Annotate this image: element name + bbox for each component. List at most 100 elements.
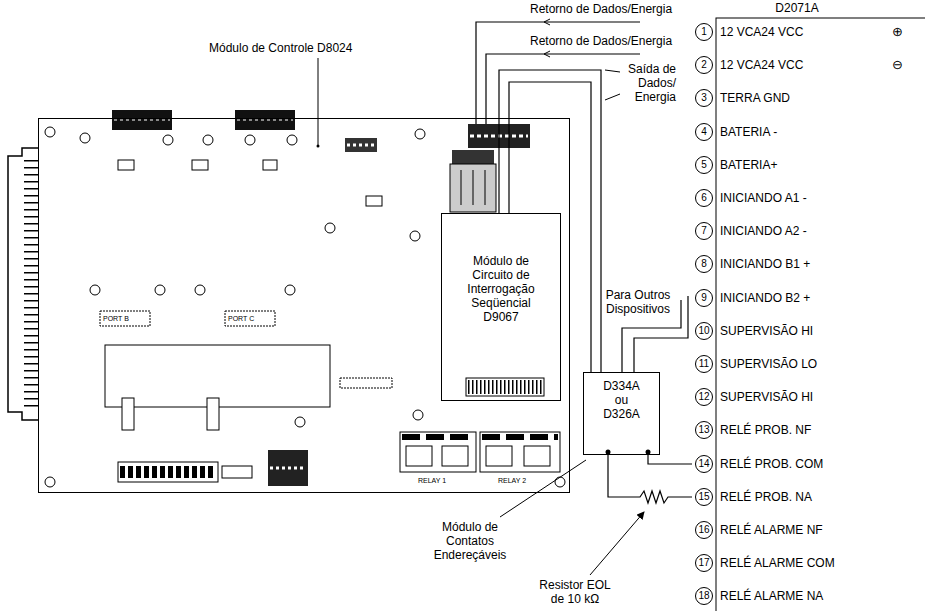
terminal-row: 112 VCA24 VCC⊕ — [692, 17, 923, 47]
mounting-hole — [413, 410, 423, 420]
relay-terminals — [482, 434, 558, 440]
terminal-strip-outline — [716, 18, 925, 611]
polarity-symbol: ⊕ — [892, 25, 903, 39]
terminal-row: 15 RELÉ PROB. NA — [692, 482, 923, 512]
mounting-hole — [155, 285, 165, 295]
port-label: PORT C — [228, 314, 254, 323]
signal-label: Retorno de Dados/Energia — [530, 34, 690, 48]
terminal-name: SUPERVISÃO HI — [720, 390, 813, 404]
terminal-name: RELÉ PROB. NA — [720, 490, 812, 504]
mounting-hole — [285, 285, 295, 295]
terminal-row: 3 TERRA GND — [692, 83, 923, 113]
mounting-hole — [45, 477, 55, 487]
connector-pins — [24, 160, 38, 410]
header-chip — [345, 138, 377, 152]
small-connector — [366, 196, 382, 206]
terminal-row: 8 INICIANDO B1 + — [692, 249, 923, 279]
terminal-number: 18 — [695, 587, 713, 605]
terminal-name: TERRA GND — [720, 91, 790, 105]
terminal-name: RELÉ ALARME NA — [720, 589, 823, 603]
terminal-dot — [606, 450, 611, 455]
terminal-number: 13 — [695, 421, 713, 439]
ribbon-pins — [468, 380, 542, 394]
mounting-hole — [163, 135, 173, 145]
terminal-name: INICIANDO A1 - — [720, 191, 807, 205]
ribbon-connector — [466, 378, 544, 396]
terminal-row: 18 RELÉ ALARME NA — [692, 581, 923, 611]
chip-pins — [237, 120, 293, 121]
header-chip — [112, 110, 172, 130]
terminal-name: RELÉ ALARME NF — [720, 523, 823, 537]
module-label: Módulo de Circuito de Interrogação Seqüe… — [454, 254, 548, 324]
terminal-block — [450, 164, 496, 212]
terminal-number: 10 — [695, 322, 713, 340]
polarity-symbol: ⊖ — [892, 58, 903, 72]
leader-line — [500, 460, 586, 517]
small-connectors — [118, 160, 382, 206]
terminal-number: 9 — [695, 289, 713, 307]
terminal-number: 1 — [695, 23, 713, 41]
relay-block — [480, 432, 560, 472]
relay — [486, 446, 512, 466]
edge-connector — [8, 148, 38, 420]
mounting-hole — [287, 135, 297, 145]
mounting-hole — [45, 127, 55, 137]
leader-arrow — [590, 512, 644, 575]
port-header — [225, 311, 275, 326]
terminal-row: 9 INICIANDO B2 + — [692, 283, 923, 313]
module-box: Módulo de Circuito de Interrogação Seqüe… — [441, 213, 561, 401]
terminal-name: RELÉ PROB. COM — [720, 457, 823, 471]
terminal-strip: D2071A112 VCA24 VCC⊕212 VCA24 VCC⊖3TERRA… — [692, 0, 925, 611]
port-label: PORT B — [103, 314, 129, 323]
terminal-number: 5 — [695, 156, 713, 174]
mounting-hole — [80, 133, 90, 143]
relay — [442, 446, 468, 466]
terminal-name: INICIANDO B2 + — [720, 291, 810, 305]
terminal-name: 12 VCA24 VCC — [720, 58, 803, 72]
terminal-row: 4BATERIA - — [692, 117, 923, 147]
terminal-number: 3 — [695, 89, 713, 107]
note-label: Para Outros Dispositivos — [600, 288, 676, 316]
relay — [406, 446, 432, 466]
terminal-row: 17 RELÉ ALARME COM — [692, 548, 923, 578]
mounting-hole — [195, 285, 205, 295]
board-component — [122, 398, 134, 430]
port-header — [100, 311, 150, 326]
contact-module-box: D334A ou D326A — [583, 372, 660, 455]
relay-terminals — [402, 434, 474, 440]
terminal-number: 8 — [695, 255, 713, 273]
chip-pins — [347, 144, 375, 147]
callout-label: Módulo de Contatos Endereçáveis — [430, 520, 510, 562]
terminal-number: 6 — [695, 189, 713, 207]
terminal-row: 11SUPERVISÃO LO — [692, 349, 923, 379]
chip-pins — [270, 467, 306, 470]
board-chip — [268, 450, 308, 486]
terminal-block-lines — [461, 170, 485, 205]
terminal-number: 4 — [695, 123, 713, 141]
small-connector — [118, 160, 134, 170]
leader-dot — [317, 145, 320, 148]
terminal-number: 15 — [695, 488, 713, 506]
terminal-name: INICIANDO B1 + — [720, 257, 810, 271]
terminal-row: 13RELÉ PROB. NF — [692, 415, 923, 445]
terminal-row: 6 INICIANDO A1 - — [692, 183, 923, 213]
board-component — [207, 398, 219, 430]
bottom-connector — [222, 466, 252, 478]
strip-heading: D2071A — [722, 1, 872, 15]
terminal-row: 16RELÉ ALARME NF — [692, 515, 923, 545]
terminal-row: 5BATERIA+ — [692, 150, 923, 180]
signal-label: Saída de Dados/ Energia — [622, 62, 676, 104]
terminal-name: RELÉ ALARME COM — [720, 556, 835, 570]
mounting-hole — [415, 129, 425, 139]
terminal-number: 12 — [695, 388, 713, 406]
port-header — [340, 378, 392, 388]
plug — [452, 150, 494, 164]
mounting-hole — [245, 135, 255, 145]
mounting-hole — [410, 231, 420, 241]
relay-label: RELAY 2 — [498, 476, 526, 485]
wire — [499, 70, 601, 372]
terminal-number: 17 — [695, 554, 713, 572]
mounting-holes — [45, 127, 565, 487]
